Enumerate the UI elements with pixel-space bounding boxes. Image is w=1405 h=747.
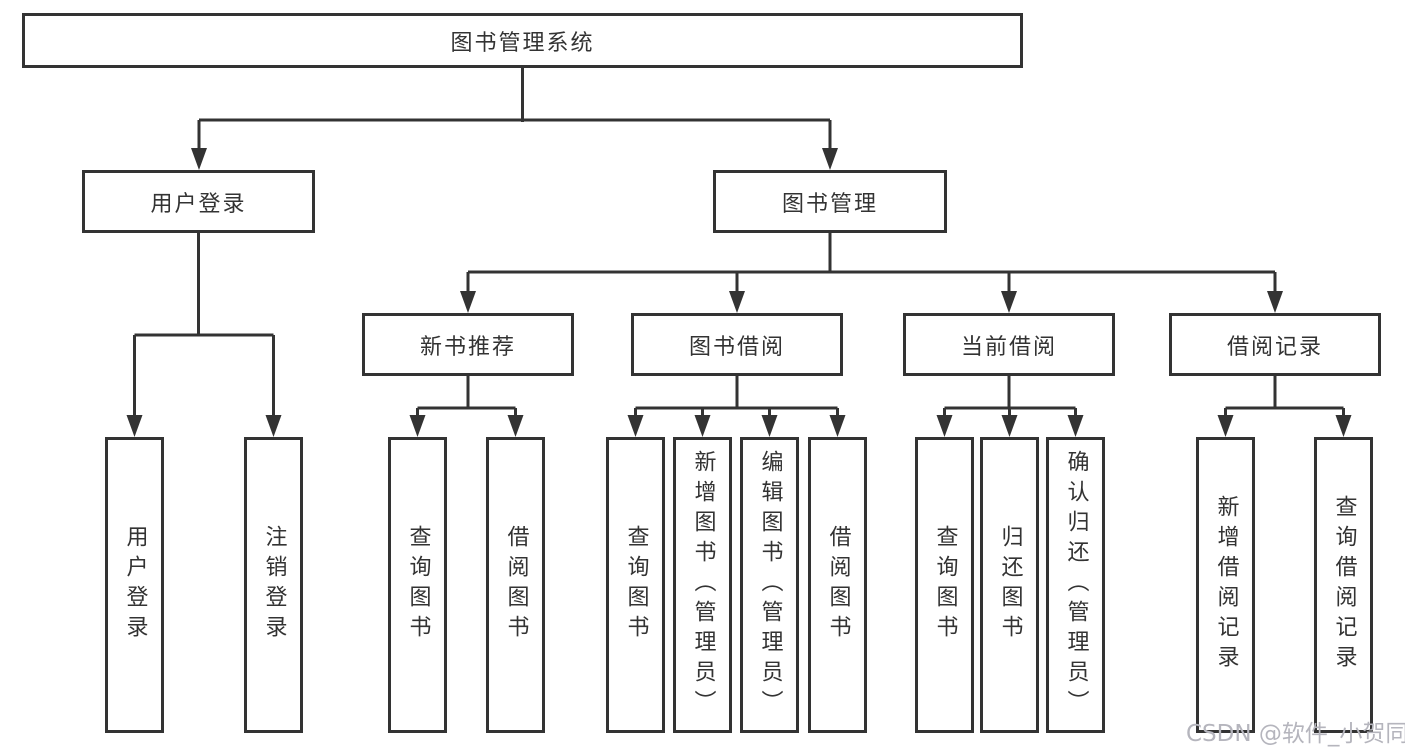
node-book-borrow: 图书借阅 [631,313,843,376]
node-current-borrow-label: 当前借阅 [960,334,1057,360]
leaf-borrow-books-1: 借阅图书 [486,437,545,733]
leaf-borrow-books-1-label: 借阅图书 [503,525,529,645]
node-borrow-records: 借阅记录 [1169,313,1381,376]
leaf-query-books-1-label: 查询图书 [405,525,431,645]
leaf-add-books-admin: 新增图书（管理员） [673,437,732,733]
leaf-borrow-books-2: 借阅图书 [808,437,867,733]
leaf-edit-books-admin: 编辑图书（管理员） [740,437,799,733]
leaf-borrow-books-2-label: 借阅图书 [825,525,851,645]
node-new-book-recommend: 新书推荐 [362,313,574,376]
node-root-system-label: 图书管理系统 [450,30,595,56]
leaf-query-books-2: 查询图书 [606,437,665,733]
node-user-login-label: 用户登录 [150,191,247,217]
node-book-management-label: 图书管理 [781,191,878,217]
node-current-borrow: 当前借阅 [903,313,1115,376]
leaf-query-books-2-label: 查询图书 [623,525,649,645]
leaf-return-books-label: 归还图书 [997,525,1023,645]
leaf-logout-login: 注销登录 [244,437,303,733]
leaf-query-books-1: 查询图书 [388,437,447,733]
node-root-system: 图书管理系统 [22,13,1023,68]
leaf-query-books-3-label: 查询图书 [932,525,958,645]
leaf-query-borrow-record: 查询借阅记录 [1314,437,1373,733]
leaf-logout-login-label: 注销登录 [261,525,287,645]
leaf-add-books-admin-label: 新增图书（管理员） [690,450,716,720]
node-new-book-recommend-label: 新书推荐 [419,334,516,360]
leaf-confirm-return-admin-label: 确认归还（管理员） [1063,450,1089,720]
leaf-confirm-return-admin: 确认归还（管理员） [1046,437,1105,733]
leaf-user-login: 用户登录 [105,437,164,733]
leaf-query-books-3: 查询图书 [915,437,974,733]
leaf-query-borrow-record-label: 查询借阅记录 [1331,495,1357,675]
node-borrow-records-label: 借阅记录 [1226,334,1323,360]
leaf-user-login-label: 用户登录 [122,525,148,645]
leaf-add-borrow-record: 新增借阅记录 [1196,437,1255,733]
leaf-add-borrow-record-label: 新增借阅记录 [1213,495,1239,675]
leaf-return-books: 归还图书 [980,437,1039,733]
node-book-borrow-label: 图书借阅 [688,334,785,360]
csdn-watermark: CSDN @软件_小贺同学 [1186,721,1405,747]
node-book-management: 图书管理 [713,170,947,233]
node-user-login: 用户登录 [82,170,315,233]
leaf-edit-books-admin-label: 编辑图书（管理员） [757,450,783,720]
